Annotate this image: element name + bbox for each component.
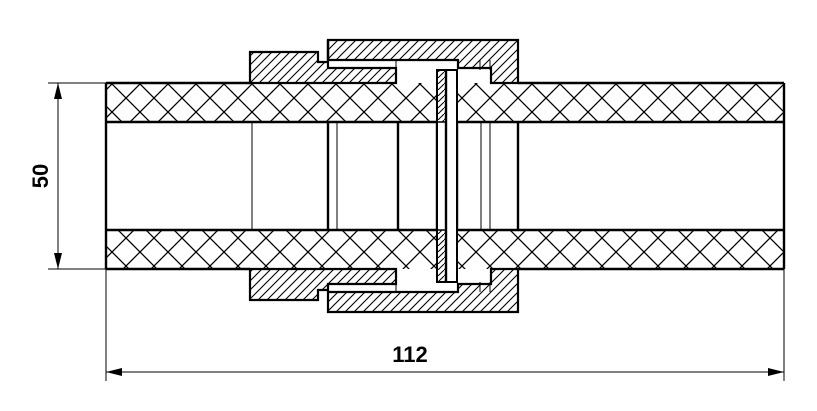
union-nut-top: [248, 38, 520, 85]
arrowhead-down-icon: [54, 253, 62, 269]
center-gasket: [436, 69, 458, 283]
dimension-height: 50: [28, 82, 106, 270]
pipe-wall-top: [106, 83, 784, 122]
length-dimension-label: 112: [392, 342, 428, 367]
union-nut-bottom: [248, 267, 520, 314]
pipe-wall-bottom: [106, 230, 784, 269]
bore-lines: [251, 122, 520, 230]
arrowhead-right-icon: [768, 368, 784, 376]
arrowhead-left-icon: [106, 368, 122, 376]
height-dimension-label: 50: [28, 164, 53, 188]
arrowhead-up-icon: [54, 83, 62, 99]
dimension-length: 112: [105, 269, 785, 381]
